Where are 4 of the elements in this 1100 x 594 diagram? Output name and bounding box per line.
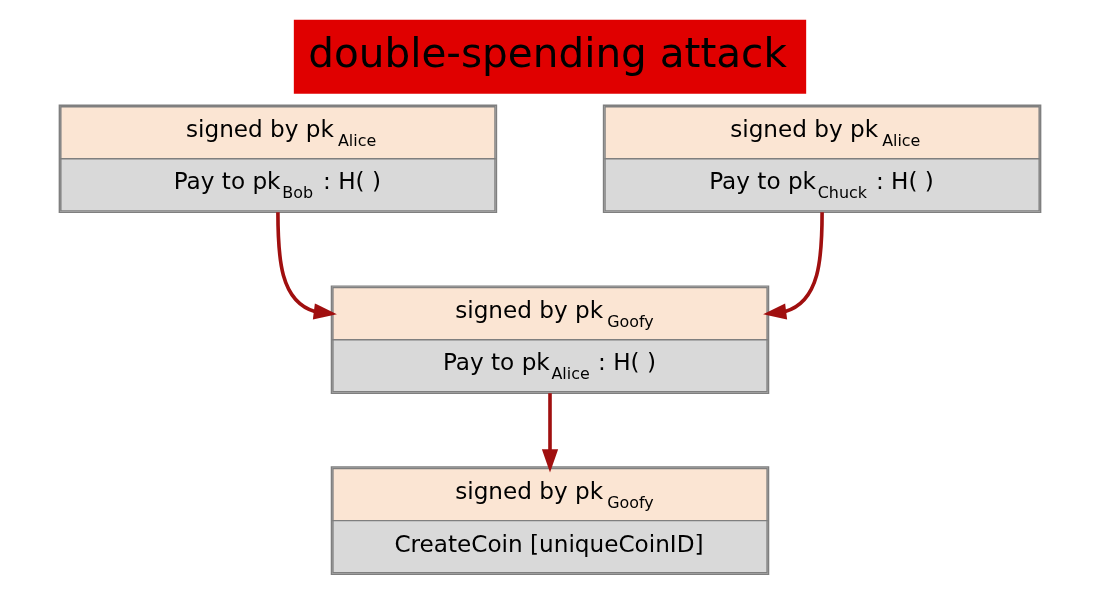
diagram-title: double-spending attack [308,29,787,78]
arrow [763,212,824,320]
arrow [541,393,559,473]
arrow [276,212,337,320]
